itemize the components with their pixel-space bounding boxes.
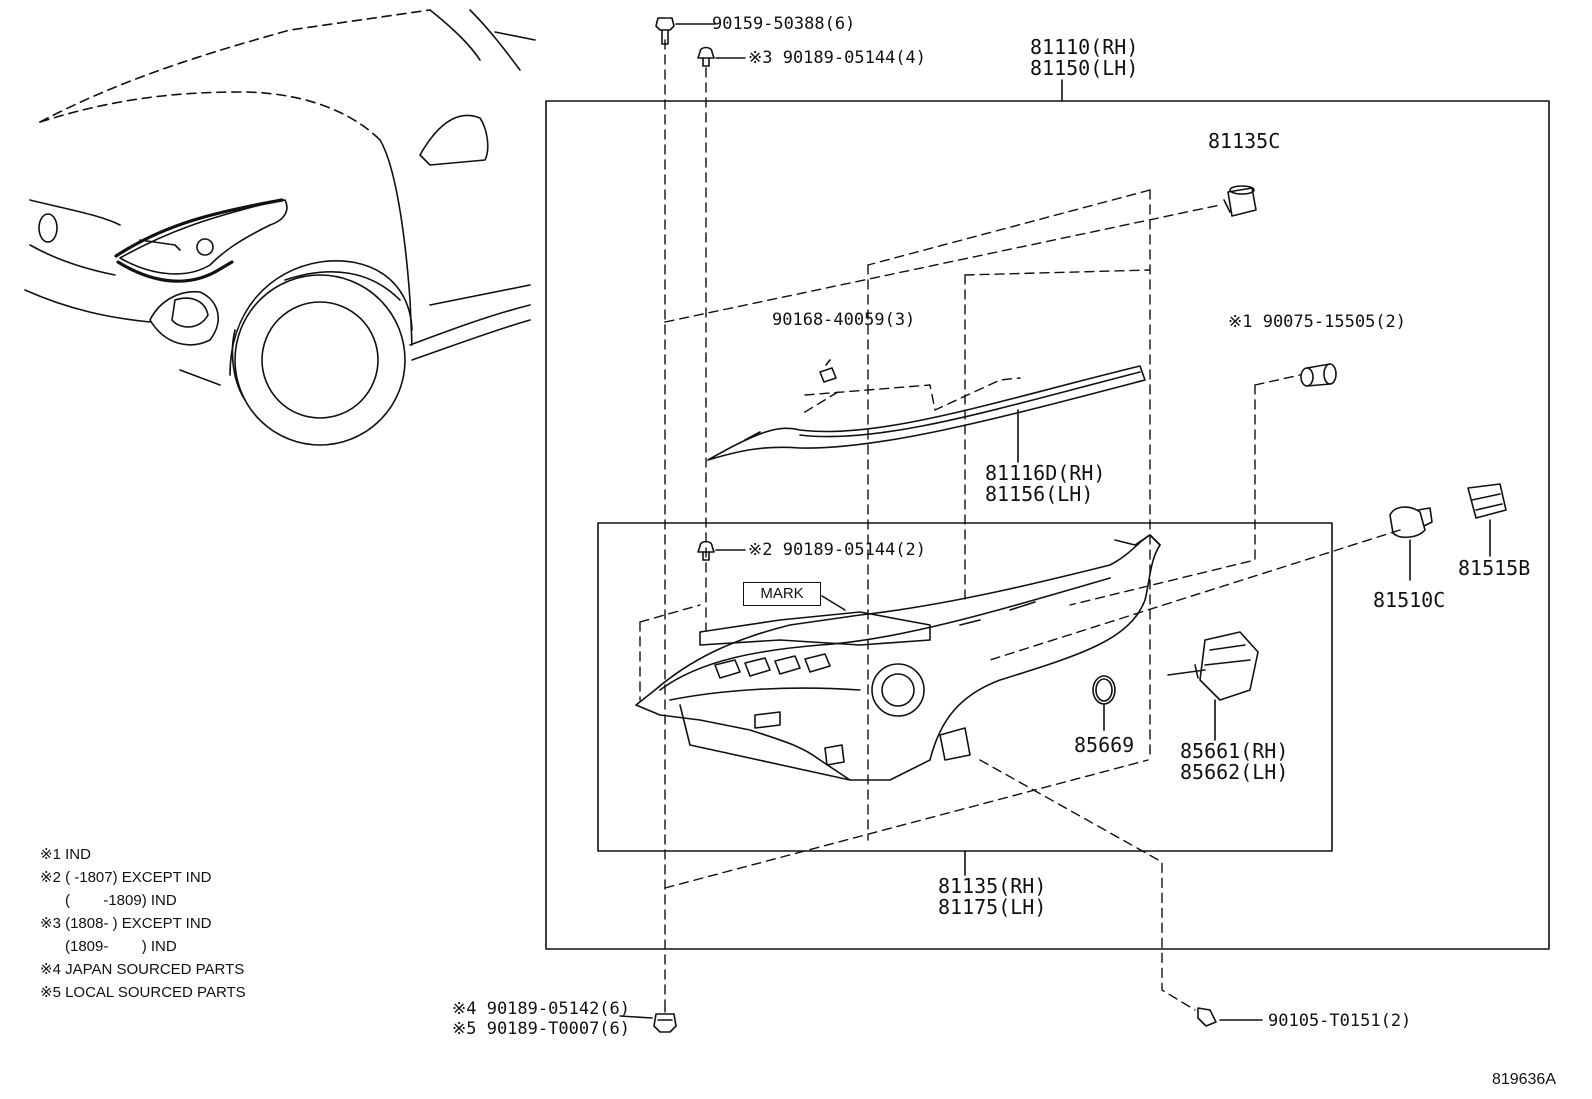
mark-label: MARK (743, 582, 821, 606)
label-screw-note3: ※3 90189-05144(4) (748, 48, 927, 68)
footnote-3b: (1809- ) IND (40, 938, 177, 955)
label-screw-note2: ※2 90189-05144(2) (748, 540, 927, 560)
vehicle-sketch (24, 9, 536, 446)
ring-85669-icon (1092, 675, 1116, 731)
label-igniter-rh: 85661(RH) (1180, 739, 1289, 763)
igniter-85661-icon (1167, 631, 1259, 741)
label-bolt-90159: 90159-50388(6) (712, 14, 856, 34)
bulb-81510c-icon (1389, 506, 1433, 581)
label-screw-90105: 90105-T0151(2) (1268, 1011, 1412, 1031)
screw-90168-icon (819, 359, 837, 383)
label-assembly-lh: 81150(LH) (1030, 56, 1139, 80)
label-nut-note5: ※5 90189-T0007(6) (452, 1019, 631, 1039)
label-unit-lh: 81175(LH) (938, 895, 1047, 919)
footnote-5: ※5 LOCAL SOURCED PARTS (40, 984, 246, 1001)
headlamp-unit-81135 (635, 534, 1161, 781)
screw-90105-icon (1197, 1007, 1263, 1027)
label-garnish-lh: 81156(LH) (985, 482, 1094, 506)
nut-90189-bottom-icon (619, 1013, 677, 1033)
label-unit-rh: 81135(RH) (938, 874, 1047, 898)
label-garnish-rh: 81116D(RH) (985, 461, 1106, 485)
seal-90075-icon (1300, 363, 1337, 387)
label-seal-note1: ※1 90075-15505(2) (1228, 312, 1407, 332)
socket-81515b-icon (1467, 483, 1507, 557)
diagram-code: 819636A (1491, 1071, 1556, 1088)
assembly-boundary (545, 100, 1550, 950)
label-nut-note4: ※4 90189-05142(6) (452, 999, 631, 1019)
footnote-2: ※2 ( -1807) EXCEPT IND (40, 869, 212, 886)
label-socket-81515b: 81515B (1458, 556, 1531, 580)
footnote-4: ※4 JAPAN SOURCED PARTS (40, 961, 245, 978)
footnotes: ※1 IND ※2 ( -1807) EXCEPT IND ( -1809) I… (40, 843, 246, 1004)
footnote-1: ※1 IND (40, 846, 91, 863)
label-screw-90168: 90168-40059(3) (772, 310, 916, 330)
unit-boundary (597, 522, 1333, 852)
label-ring-85669: 85669 (1074, 733, 1135, 757)
label-igniter-lh: 85662(LH) (1180, 760, 1289, 784)
bolt-90159-icon (655, 17, 675, 45)
label-socket-81135c: 81135C (1208, 129, 1281, 153)
screw-90189-top-icon (697, 46, 715, 67)
footnote-2b: ( -1809) IND (40, 892, 177, 909)
socket-81135c-icon (1223, 185, 1257, 217)
label-bulb-81510c: 81510C (1373, 588, 1446, 612)
footnote-3: ※3 (1808- ) EXCEPT IND (40, 915, 212, 932)
label-assembly-rh: 81110(RH) (1030, 35, 1139, 59)
garnish-81116d (707, 365, 1146, 463)
screw-90189-mid-icon (697, 540, 715, 561)
